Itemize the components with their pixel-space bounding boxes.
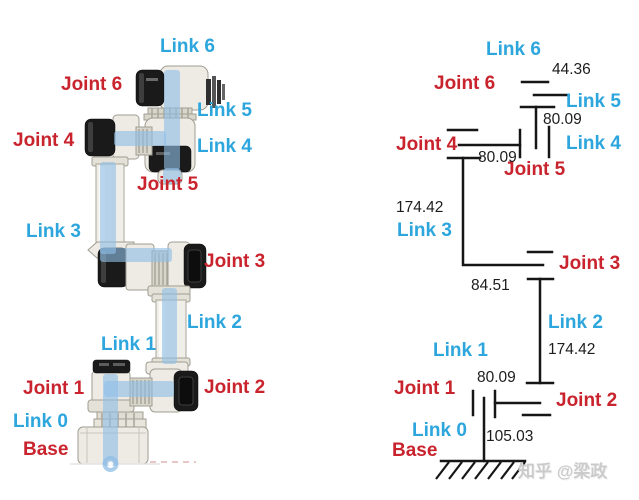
dimension-offset: 84.51	[471, 277, 510, 294]
dimension-link-2: 174.42	[548, 341, 596, 358]
left-label-joint-6: Joint 6	[61, 74, 123, 95]
kinematic-path-overlay	[100, 70, 181, 472]
left-label-base: Base	[23, 439, 69, 460]
right-label-link-2: Link 2	[548, 312, 603, 333]
left-label-link-6: Link 6	[160, 36, 215, 57]
left-label-joint-3: Joint 3	[204, 251, 266, 272]
dimension-link-1: 80.09	[477, 369, 516, 386]
right-label-joint-3: Joint 3	[559, 253, 621, 274]
left-label-joint-5: Joint 5	[137, 174, 199, 195]
dimension-link-6: 44.36	[552, 61, 591, 78]
right-label-link-0: Link 0	[412, 420, 467, 441]
robot-arm-render	[70, 65, 225, 472]
joint-6-symbol	[520, 80, 569, 97]
dimension-link-5: 80.09	[543, 111, 582, 128]
right-label-base: Base	[392, 440, 438, 461]
right-label-link-4: Link 4	[566, 133, 621, 154]
dimension-link-0: 105.03	[486, 428, 534, 445]
right-label-link-5: Link 5	[566, 91, 621, 112]
right-label-link-6: Link 6	[486, 39, 541, 60]
watermark: 知乎 @梁政	[518, 462, 608, 481]
dimension-link-4: 80.09	[478, 149, 517, 166]
left-label-link-0: Link 0	[13, 411, 68, 432]
left-label-link-1: Link 1	[101, 334, 156, 355]
left-label-link-5: Link 5	[197, 100, 252, 121]
ground-symbol	[435, 459, 527, 480]
joint-2-symbol	[521, 381, 555, 417]
right-label-joint-5: Joint 5	[504, 159, 566, 180]
right-label-joint-6: Joint 6	[434, 73, 496, 94]
right-label-joint-2: Joint 2	[556, 390, 618, 411]
left-label-joint-4: Joint 4	[13, 130, 75, 151]
right-label-link-1: Link 1	[433, 340, 488, 361]
right-label-link-3: Link 3	[397, 220, 452, 241]
left-label-link-2: Link 2	[187, 312, 242, 333]
right-label-joint-1: Joint 1	[394, 378, 456, 399]
right-label-joint-4: Joint 4	[396, 134, 458, 155]
link-3-line	[461, 156, 545, 267]
tool-flange-icon	[206, 76, 225, 108]
joint-5-symbol	[518, 125, 551, 159]
joint-1-symbol	[471, 389, 497, 419]
left-label-joint-1: Joint 1	[23, 378, 85, 399]
link-5-line	[519, 105, 556, 150]
left-label-joint-2: Joint 2	[204, 377, 266, 398]
dimension-link-3: 174.42	[396, 199, 444, 216]
left-label-link-3: Link 3	[26, 221, 81, 242]
left-label-link-4: Link 4	[197, 136, 252, 157]
